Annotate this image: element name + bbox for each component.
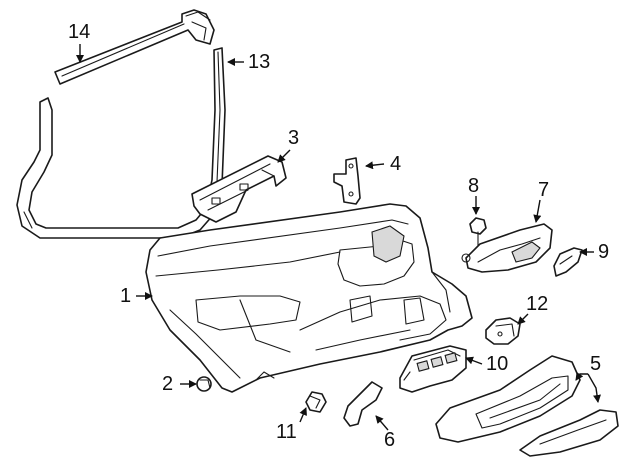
callout-2: 2 [162, 373, 173, 395]
callout-9: 9 [598, 241, 609, 263]
part-6-cover [343, 381, 383, 427]
callout-12: 12 [526, 293, 548, 315]
part-12-connector [485, 317, 521, 345]
part-8-bolt [469, 217, 487, 247]
callout-6: 6 [384, 429, 395, 451]
callout-labels: 14 13 3 4 8 7 9 1 12 10 5 2 11 6 [68, 21, 609, 451]
part-1-door-trim-panel [145, 203, 473, 393]
callout-3: 3 [288, 127, 299, 149]
leader-lines [76, 44, 601, 431]
part-9-bezel [553, 247, 583, 277]
callout-7: 7 [538, 179, 549, 201]
callout-14: 14 [68, 21, 90, 43]
part-7-inside-handle [461, 223, 553, 273]
callout-4: 4 [390, 153, 401, 175]
part-2-plug [196, 376, 212, 392]
part-14-weatherstrip [54, 9, 215, 85]
part-13-door-seal [16, 47, 226, 239]
callout-10: 10 [486, 353, 508, 375]
callout-1: 1 [120, 285, 131, 307]
part-4-mounting-bracket [333, 157, 361, 205]
part-10-window-switch [399, 345, 467, 393]
part-11-clip [305, 391, 327, 413]
callout-13: 13 [248, 51, 270, 73]
part-3-bracket [191, 155, 287, 223]
callout-8: 8 [468, 175, 479, 197]
callout-11: 11 [276, 421, 297, 443]
callout-5: 5 [590, 353, 601, 375]
